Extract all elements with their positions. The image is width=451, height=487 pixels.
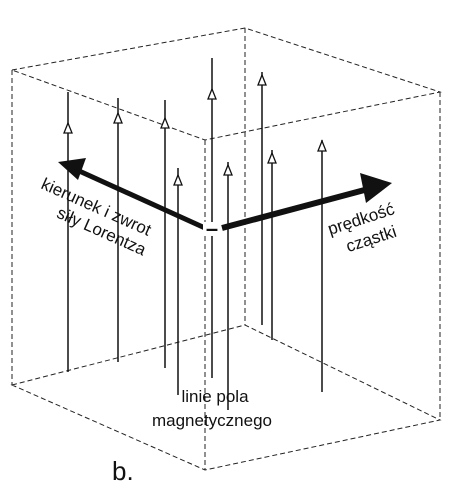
velocity-arrowhead (360, 173, 392, 203)
field-region-box (10, 27, 442, 471)
field-line-arrowhead (173, 173, 183, 186)
lorentz-force-arrow (64, 162, 207, 231)
velocity-arrow (221, 185, 373, 231)
field-line-arrowhead (160, 116, 170, 129)
field-line-arrowhead (257, 73, 267, 86)
lorentz-force-arrowhead (58, 158, 86, 180)
field-line-arrowhead (63, 121, 73, 134)
field-label-line1: linie pola (181, 387, 249, 406)
figure-caption: b. (112, 456, 134, 486)
field-line-arrowhead (317, 139, 327, 152)
field-label-line2: magnetycznego (152, 411, 272, 430)
particle-sign: – (206, 216, 218, 241)
field-line-arrowhead (267, 151, 277, 164)
field-line-arrowhead (223, 163, 233, 176)
magnetic-field-lines (63, 58, 327, 410)
field-line-arrowhead (113, 111, 123, 124)
field-line-arrowhead (207, 87, 217, 100)
particle-marker (203, 222, 221, 236)
